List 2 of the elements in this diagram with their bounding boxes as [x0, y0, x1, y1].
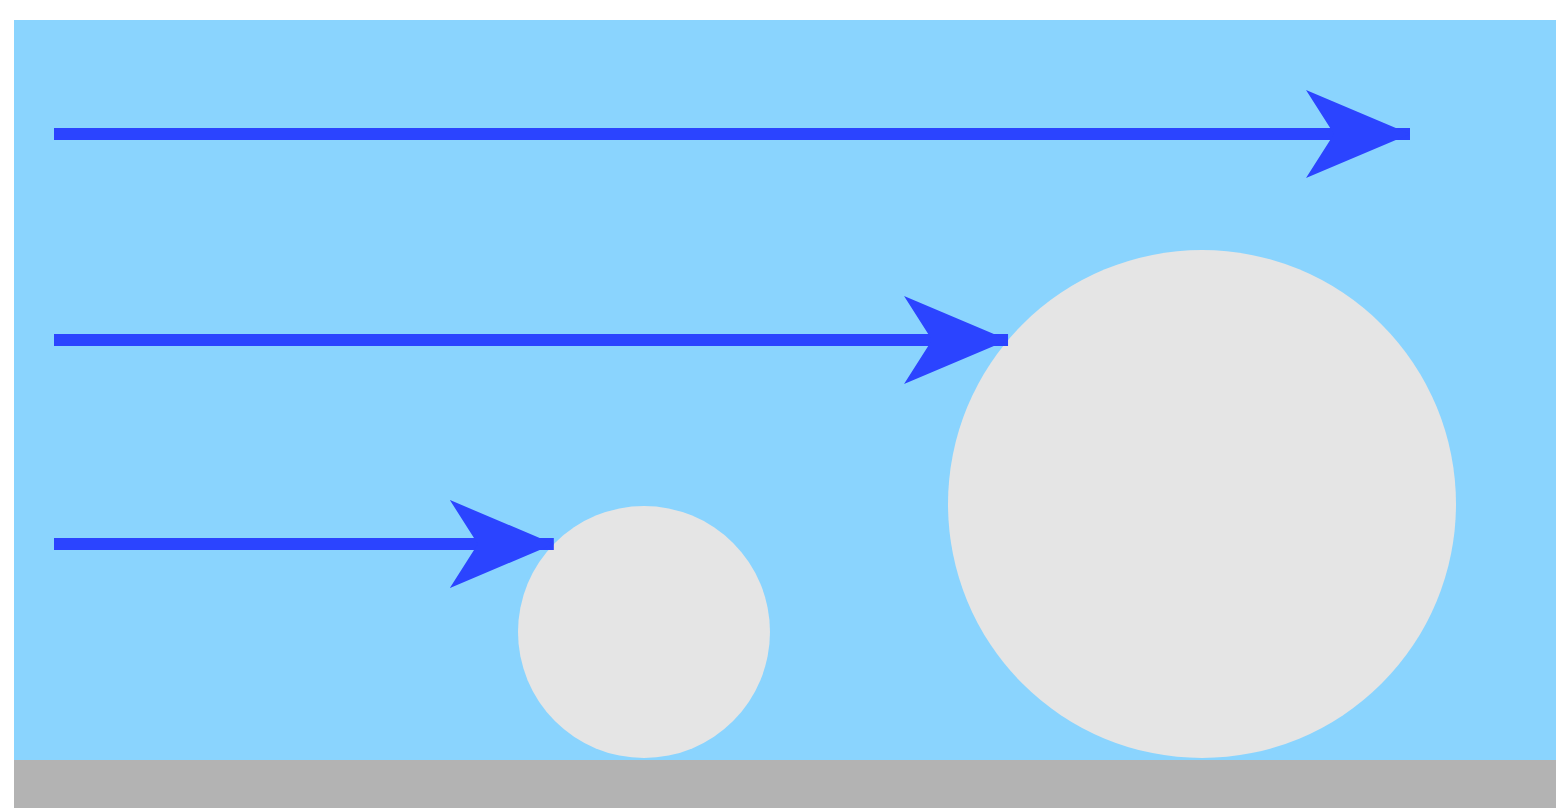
arrow — [54, 500, 554, 588]
arrow — [54, 296, 1009, 384]
